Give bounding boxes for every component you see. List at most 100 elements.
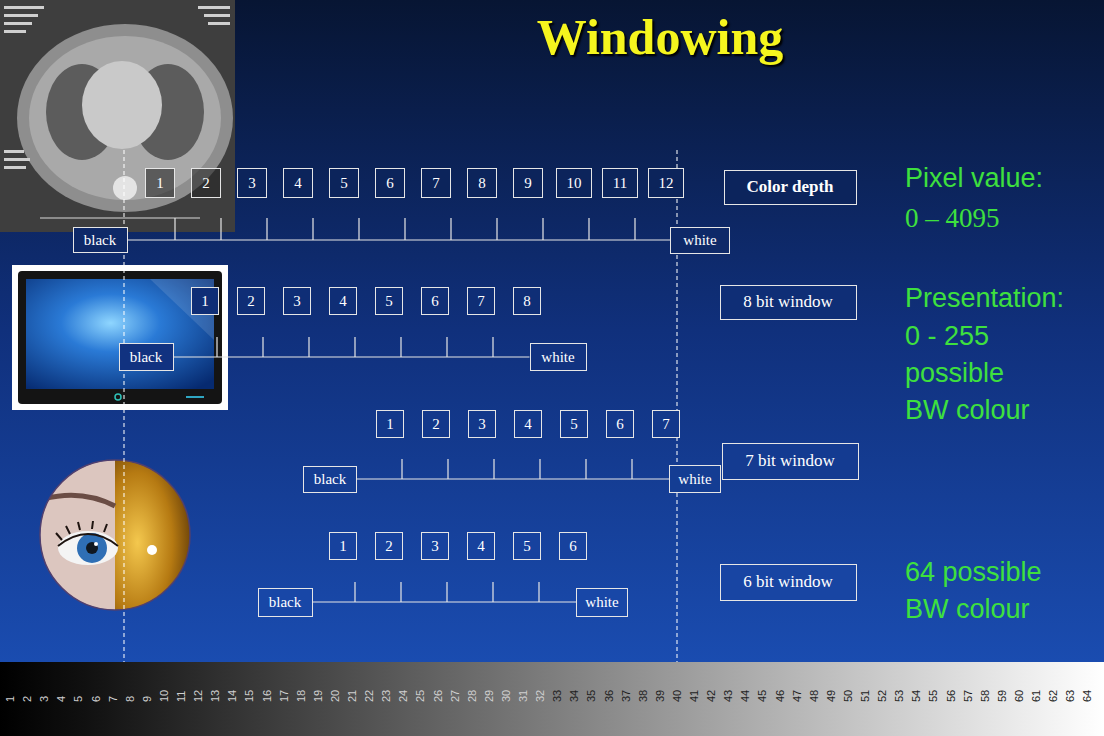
ct-frame bbox=[0, 0, 235, 232]
box-text: 6 bbox=[569, 538, 577, 555]
scale-number: 47 bbox=[791, 690, 804, 702]
box-text: 4 bbox=[339, 293, 347, 310]
scale-number: 10 bbox=[158, 690, 171, 702]
monitor-screen bbox=[26, 279, 214, 389]
ct-info bbox=[4, 150, 24, 153]
bit-number-box: 8 bbox=[467, 168, 497, 198]
side-note: Pixel value: bbox=[905, 162, 1043, 194]
box-text: 7 bit window bbox=[745, 451, 835, 471]
scale-number: 29 bbox=[483, 690, 496, 702]
scale-number: 14 bbox=[226, 690, 239, 702]
scale-number: 39 bbox=[654, 690, 667, 702]
box-text: 2 bbox=[202, 175, 210, 192]
range-end-box: white bbox=[530, 343, 587, 371]
scale-number: 48 bbox=[808, 690, 821, 702]
box-text: 1 bbox=[386, 416, 394, 433]
box-text: 6 bbox=[431, 293, 439, 310]
ct-info bbox=[198, 6, 230, 9]
window-range-line bbox=[174, 356, 530, 357]
tick-marks bbox=[217, 337, 493, 357]
box-text: 2 bbox=[432, 416, 440, 433]
ct-image bbox=[0, 0, 235, 232]
box-text: white bbox=[683, 232, 716, 249]
range-end-box: black bbox=[258, 588, 313, 617]
bit-number-box: 3 bbox=[468, 410, 496, 438]
ct-info bbox=[208, 22, 230, 25]
bit-number-box: 8 bbox=[513, 287, 541, 315]
scale-number: 25 bbox=[414, 690, 427, 702]
bit-number-box: 1 bbox=[145, 168, 175, 198]
box-text: 4 bbox=[477, 538, 485, 555]
box-text: 9 bbox=[524, 175, 532, 192]
box-text: 8 bbox=[478, 175, 486, 192]
scale-number: 12 bbox=[192, 690, 205, 702]
bit-number-box: 6 bbox=[559, 532, 587, 560]
side-note: 0 - 255 bbox=[905, 320, 989, 352]
scale-number: 35 bbox=[585, 690, 598, 702]
scale-number: 45 bbox=[756, 690, 769, 702]
ct-scale bbox=[40, 218, 200, 219]
ct-body bbox=[17, 24, 233, 212]
scale-number: 55 bbox=[927, 690, 940, 702]
window-range-line bbox=[128, 239, 671, 240]
box-text: black bbox=[314, 471, 346, 488]
scale-number: 9 bbox=[141, 696, 154, 702]
box-text: 11 bbox=[613, 175, 627, 192]
bit-number-box: 6 bbox=[375, 168, 405, 198]
bit-number-box: 10 bbox=[556, 168, 592, 198]
scale-number: 38 bbox=[637, 690, 650, 702]
box-text: 6 bbox=[386, 175, 394, 192]
scale-number: 3 bbox=[38, 696, 51, 702]
bit-number-box: 6 bbox=[606, 410, 634, 438]
scale-number: 2 bbox=[21, 696, 34, 702]
ct-spine bbox=[113, 176, 137, 200]
box-text: 8 bit window bbox=[743, 292, 833, 312]
bit-number-box: 5 bbox=[375, 287, 403, 315]
scale-number: 36 bbox=[603, 690, 616, 702]
bit-number-box: 7 bbox=[421, 168, 451, 198]
box-text: 3 bbox=[293, 293, 301, 310]
bit-number-box: 6 bbox=[421, 287, 449, 315]
bit-number-box: 12 bbox=[648, 168, 684, 198]
window-range-line bbox=[313, 601, 577, 602]
box-text: black bbox=[269, 594, 301, 611]
scale-number: 26 bbox=[432, 690, 445, 702]
scale-number: 50 bbox=[842, 690, 855, 702]
ct-info bbox=[4, 6, 44, 9]
side-note: Presentation: bbox=[905, 282, 1064, 314]
scale-number: 61 bbox=[1030, 690, 1043, 702]
light-dot bbox=[147, 545, 157, 555]
scale-number: 34 bbox=[568, 690, 581, 702]
scale-number: 57 bbox=[962, 690, 975, 702]
scale-number: 6 bbox=[90, 696, 103, 702]
box-text: 2 bbox=[385, 538, 393, 555]
side-note: possible bbox=[905, 357, 1004, 389]
scale-number: 8 bbox=[124, 696, 137, 702]
bit-number-box: 1 bbox=[329, 532, 357, 560]
monitor-dots bbox=[186, 396, 204, 398]
box-text: Color depth bbox=[746, 177, 833, 197]
bit-number-box: 5 bbox=[329, 168, 359, 198]
scale-number: 62 bbox=[1047, 690, 1060, 702]
window-range-line bbox=[357, 478, 669, 479]
box-text: 6 bbox=[616, 416, 624, 433]
tick-marks bbox=[402, 459, 632, 479]
box-text: white bbox=[678, 471, 711, 488]
scale-number: 49 bbox=[825, 690, 838, 702]
ct-info bbox=[4, 166, 26, 169]
monitor-button bbox=[115, 394, 121, 400]
side-note: BW colour bbox=[905, 593, 1030, 625]
scale-number: 60 bbox=[1013, 690, 1026, 702]
scale-number: 53 bbox=[893, 690, 906, 702]
side-note: BW colour bbox=[905, 394, 1030, 426]
scale-number: 63 bbox=[1064, 690, 1077, 702]
scale-number: 59 bbox=[996, 690, 1009, 702]
box-text: 5 bbox=[340, 175, 348, 192]
scale-number: 16 bbox=[261, 690, 274, 702]
bit-number-box: 4 bbox=[514, 410, 542, 438]
bit-number-box: 1 bbox=[376, 410, 404, 438]
scale-number: 4 bbox=[55, 696, 68, 702]
box-text: white bbox=[585, 594, 618, 611]
scale-number: 13 bbox=[209, 690, 222, 702]
scale-number: 54 bbox=[910, 690, 923, 702]
